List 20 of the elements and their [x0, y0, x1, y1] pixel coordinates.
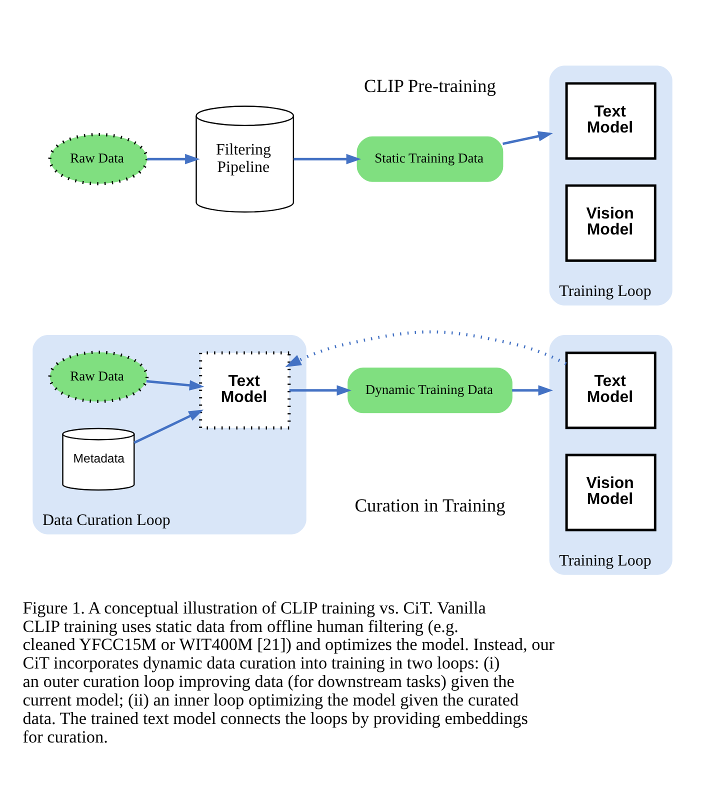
- label: CLIP Pre-training: [364, 76, 496, 96]
- node-box: Vision Model: [565, 454, 656, 532]
- arrow: [285, 330, 567, 368]
- arrow: [147, 154, 200, 164]
- node-box: Static Training Data: [356, 136, 504, 182]
- label: Curation in Training: [354, 496, 506, 516]
- node-box: Text Model: [199, 351, 291, 430]
- arrow: [512, 385, 554, 396]
- node-box: Vision Model: [565, 184, 656, 262]
- arrow: [294, 154, 362, 164]
- arrow: [134, 410, 204, 444]
- node-ellipse: Raw Data: [48, 350, 149, 403]
- caption: Figure 1. A conceptual illustration of CLIP training vs. CiT. Vanilla CLIP training uses static data from offline human filtering (e.g. cleaned YFCC15M or WIT400M [21]) and optimizes the model. Instead, our CiT incorporates dynamic data curation into training in two loops: (i) an outer curation loop improving data (for downstream tasks) given the current model; (ii) an inner loop optimizing the model given the curated data. The trained text model connects the loops by providing embeddings for curation.: [22, 598, 555, 746]
- node-box: Text Model: [565, 352, 656, 430]
- arrow: [502, 131, 553, 146]
- arrow: [289, 385, 352, 396]
- node-box: Dynamic Training Data: [348, 368, 512, 414]
- node-box: Text Model: [565, 82, 656, 160]
- arrow: [146, 380, 204, 390]
- node-ellipse: Raw Data: [48, 132, 149, 186]
